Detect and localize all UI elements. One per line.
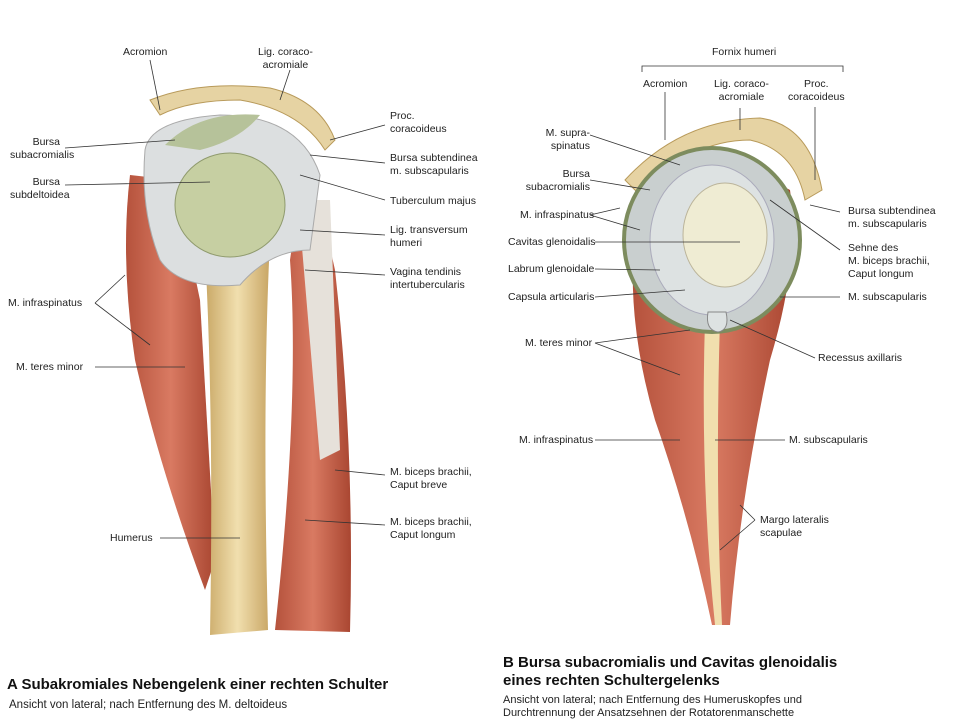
label-m-supraspinatus: M. supra- spinatus xyxy=(545,127,590,152)
label-m-infraspinatus-a: M. infraspinatus xyxy=(8,297,83,309)
label-m-teres-minor-a: M. teres minor xyxy=(16,361,84,373)
label-bursa-subacromialis-b: Bursa subacromialis xyxy=(525,168,590,193)
figure-a-illustration xyxy=(126,85,351,635)
label-lig-coracoacromiale-a: Lig. coraco- acromiale xyxy=(258,46,313,71)
margo-lateralis xyxy=(703,320,722,625)
figure-a-title: A Subakromiales Nebengelenk einer rechte… xyxy=(7,676,389,693)
label-m-teres-minor-b: M. teres minor xyxy=(525,337,593,349)
label-recessus-axillaris: Recessus axillaris xyxy=(818,352,903,364)
label-proc-coracoideus-a: Proc. coracoideus xyxy=(390,110,447,135)
label-biceps-caput-longum: M. biceps brachii, Caput longum xyxy=(390,516,472,541)
label-acromion-b: Acromion xyxy=(643,78,688,90)
label-acromion-a: Acromion xyxy=(123,46,168,58)
recessus-axillaris xyxy=(707,311,728,333)
label-m-infraspinatus-b-top: M. infraspinatus xyxy=(520,209,595,221)
label-humerus: Humerus xyxy=(110,532,153,544)
leader-lines xyxy=(64,59,844,551)
figure-b-subtitle: Ansicht von lateral; nach Entfernung des… xyxy=(503,694,803,719)
label-m-subscapularis-b-bottom: M. subscapularis xyxy=(789,434,868,446)
acromion xyxy=(149,85,336,151)
label-fornix-humeri: Fornix humeri xyxy=(712,46,777,58)
label-biceps-caput-breve: M. biceps brachii, Caput breve xyxy=(390,466,472,491)
label-bursa-subdeltoidea: Bursa subdeltoidea xyxy=(10,176,70,201)
cavitas-glenoidalis xyxy=(682,182,768,288)
figure-b-illustration xyxy=(622,117,823,625)
label-proc-coracoideus-b: Proc. coracoideus xyxy=(788,78,845,103)
label-bursa-subtendinea-b: Bursa subtendinea m. subscapularis xyxy=(848,205,936,230)
label-margo-lateralis: Margo lateralis scapulae xyxy=(760,514,829,539)
label-lig-transversum: Lig. transversum humeri xyxy=(390,224,468,249)
humeral-head xyxy=(174,152,286,258)
label-bursa-subtendinea-a: Bursa subtendinea m. subscapularis xyxy=(390,152,478,177)
label-lig-coracoacromiale-b: Lig. coraco- acromiale xyxy=(714,78,769,103)
humerus-shaft xyxy=(205,240,270,635)
label-m-subscapularis-b-top: M. subscapularis xyxy=(848,291,927,303)
figure-a-subtitle: Ansicht von lateral; nach Entfernung des… xyxy=(9,699,288,711)
label-capsula-articularis: Capsula articularis xyxy=(508,291,595,303)
label-cavitas-glenoidalis: Cavitas glenoidalis xyxy=(508,236,596,248)
bursa-subacromialis xyxy=(165,114,260,150)
label-m-infraspinatus-b-bottom: M. infraspinatus xyxy=(519,434,594,446)
label-bursa-subacromialis-a: Bursa subacromialis xyxy=(10,136,75,161)
label-tuberculum-majus: Tuberculum majus xyxy=(390,195,476,207)
label-vagina-tendinis: Vagina tendinis intertubercularis xyxy=(390,266,465,291)
label-labrum-glenoidale: Labrum glenoidale xyxy=(508,263,595,275)
label-sehne-biceps: Sehne des M. biceps brachii, Caput longu… xyxy=(848,242,930,280)
figure-b-title: B Bursa subacromialis und Cavitas glenoi… xyxy=(503,654,838,689)
biceps-tendon xyxy=(298,200,340,460)
